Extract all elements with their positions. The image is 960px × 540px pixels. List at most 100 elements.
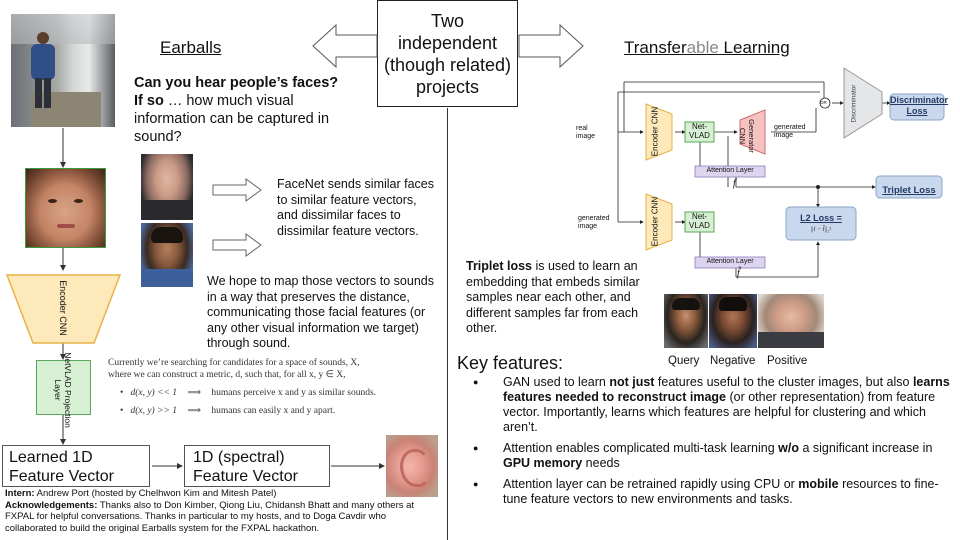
discriminator-label: Discriminator [850,84,858,123]
credits-block: Intern: Andrew Port (hosted by Chelhwon … [5,488,435,534]
key-feature-item: Attention enables complicated multi-task… [457,441,957,471]
facenet-arrow-top [212,178,262,202]
earballs-title: Earballs [160,38,222,57]
key-feature-item: Attention layer can be retrained rapidly… [457,477,957,507]
learned-vec-line: Feature Vector [9,468,114,485]
query-photo [664,294,708,348]
real-image-line: real [576,125,588,132]
f-label: f [733,178,736,189]
center-divider [447,108,448,540]
learned-vec-line: Learned 1D [9,449,93,466]
netvlad-bottom-label: Net-VLAD [689,212,710,230]
metric-b1-arrow: ⟹ [187,388,202,398]
key-feature-text: GAN used to learn [503,375,610,389]
positive-label: Positive [767,355,808,367]
l2-loss-label: L2 Loss = [800,213,842,223]
encoder-cnn-block [6,274,121,344]
real-image-line: image [576,133,596,140]
metric-line-1: Currently we’re searching for candidates… [108,358,360,368]
key-feature-text: Attention layer can be retrained rapidly… [503,477,799,491]
key-feature-text: mobile [798,477,839,491]
key-feature-text: resources to fine-tune feature vectors t… [503,477,939,506]
title-part-transfer: Transfer [624,38,687,57]
bullet-dot: • [120,406,129,416]
real-image-label: real image [576,125,595,141]
question-heading: Can you hear people’s faces? [134,75,339,91]
hope-description: We hope to map those vectors to sounds i… [207,274,434,350]
query-label: Query [668,355,700,367]
key-feature-text: w/o [778,441,799,455]
center-projects-box: Two independent (though related) project… [377,0,518,107]
key-feature-text: a significant increase in [799,441,933,455]
intern-line: Intern: Andrew Port (hosted by Chelhwon … [5,488,435,500]
key-features-bullets: GAN used to learn not just features usef… [457,375,957,507]
center-box-line: projects [415,77,480,97]
encoder-bottom-label: Encoder CNN [650,196,660,247]
encoder-top-label: Encoder CNN [650,106,660,157]
discriminator-loss-label: Discriminator Loss [890,95,949,116]
architecture-diagram [617,67,945,278]
negative-label: Negative [710,355,756,367]
right-pointing-arrow [518,24,584,68]
triplet-bold: Triplet loss [466,259,532,273]
transferable-learning-title: Transferable Learning [624,38,790,58]
metric-b2-arrow: ⟹ [187,406,202,416]
fhat-label: f̂ [737,268,740,279]
metric-line-2: where we can construct a metric, d, such… [108,370,346,380]
center-box-line: Two [430,11,464,31]
metric-bullet-2: • d(x, y) >> 1 ⟹ humans can easily x and… [108,405,443,417]
metric-b2-left: d(x, y) >> 1 [130,406,178,416]
key-feature-text: features useful to the cluster images, b… [654,375,913,389]
attention-top-label: Attention Layer [706,167,754,174]
key-feature-text: not just [609,375,655,389]
ack-label: Acknowledgements: [5,499,98,511]
key-feature-text: GPU memory [503,456,583,470]
generated-top-line: generated [774,124,806,131]
left-flow-lines [60,128,385,469]
key-features-title: Key features: [457,353,564,373]
generated-image-left-label: generated image [578,215,610,231]
generated-left-line: generated [578,215,610,222]
key-feature-item: GAN used to learn not just features usef… [457,375,957,435]
intern-label: Intern: [5,488,35,499]
key-feature-text: learns features needed to reconstruct im… [503,375,950,404]
center-box-line: (though related) [383,55,512,75]
metric-b2-right: humans can easily x and y apart. [211,406,336,416]
bullet-dot: • [120,388,129,398]
netvlad-projection-label: NetVLAD Projection Layer [53,352,73,428]
triplet-description: Triplet loss is used to learn an embeddi… [466,259,664,337]
key-features-list: GAN used to learn not just features usef… [457,375,957,513]
or-label: OR [820,100,827,105]
spectral-vec-line: Feature Vector [193,468,298,485]
title-part-able: able [686,38,719,57]
generated-left-line: image [578,223,598,230]
metric-b1-right: humans perceive x and y as similar sound… [211,388,377,398]
earballs-question: Can you hear people’s faces? If so … how… [134,74,369,146]
metric-b1-left: d(x, y) << 1 [130,388,178,398]
face-photo [25,168,106,248]
key-feature-text: (or other representation) from feature v… [503,390,936,434]
title-part-learning: Learning [718,38,790,57]
center-box-line: independent [397,33,498,53]
facenet-arrow-bottom [212,233,262,257]
left-pointing-arrow [312,24,378,68]
metric-bullet-1: • d(x, y) << 1 ⟹ humans perceive x and y… [108,387,443,399]
l2-formula: ||f − f̂||₂² [810,226,832,233]
metric-description: Currently we’re searching for candidates… [108,357,443,417]
key-feature-text: Attention enables complicated multi-task… [503,441,779,455]
ear-photo [386,435,438,497]
spectral-feature-vector-box: 1D (spectral) Feature Vector [184,445,330,487]
ack-text: Thanks also to Don Kimber, Qiong Liu, Ch… [5,499,415,534]
facenet-description: FaceNet sends similar faces to similar f… [277,177,435,238]
key-feature-text: needs [582,456,620,470]
netvlad-top-label: Net-VLAD [689,122,710,140]
triplet-loss-label: Triplet Loss [882,185,936,196]
netvlad-projection-block [36,360,91,415]
asian-face-photo [141,223,193,287]
generated-top-line: image [774,132,794,139]
if-so-text: … how much visual information can be cap… [134,93,330,145]
learned-feature-vector-box: Learned 1D Feature Vector [2,445,150,487]
person-photo [11,14,115,127]
attention-bottom-label: Attention Layer [706,258,754,265]
triplet-text: is used to learn an embedding that embed… [466,259,640,335]
